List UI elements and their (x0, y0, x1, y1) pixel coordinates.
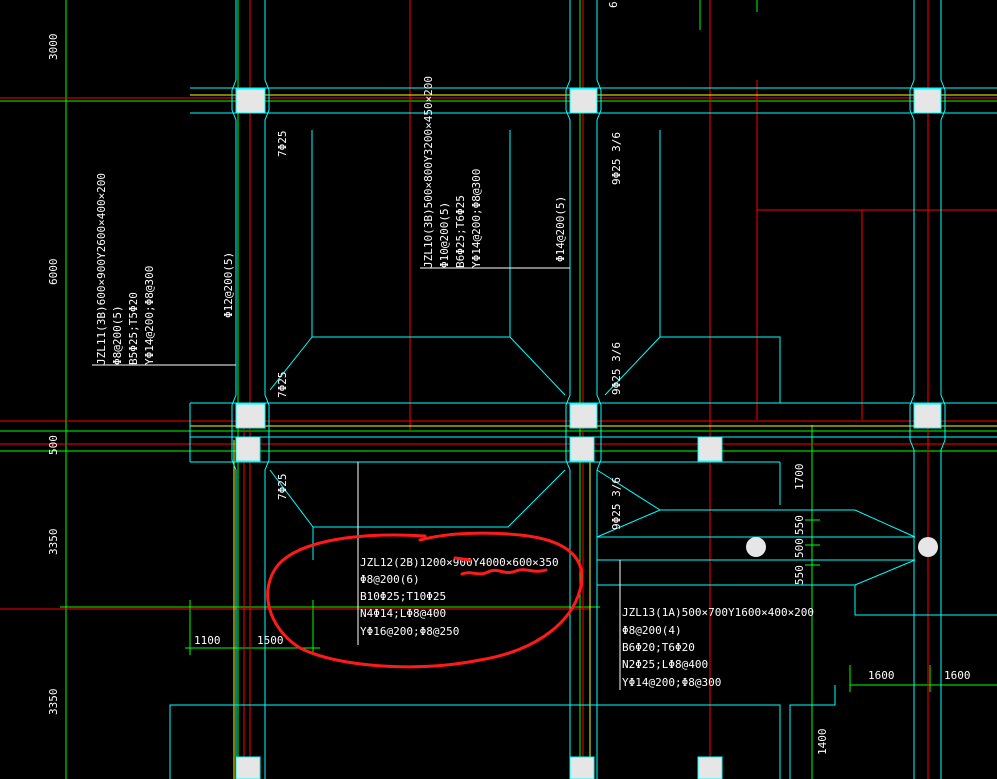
dim-bottom-1100: 1100 (194, 634, 221, 647)
column-b4[interactable] (569, 756, 595, 779)
rebar-col-mid-bot: 9Φ25 3/6 (610, 477, 623, 530)
dim-right-550-a: 550 (793, 515, 806, 535)
column-c1[interactable] (913, 88, 942, 114)
jzl12-line-5: YΦ16@200;Φ8@250 (360, 625, 459, 638)
jzl13-line-5: YΦ14@200;Φ8@300 (622, 676, 721, 689)
jzl11-line-4: YΦ14@200;Φ8@300 (143, 266, 156, 365)
jzl13-line-4: N2Φ25;LΦ8@400 (622, 658, 708, 671)
jzl10-line-1: JZL10(3B)500×800Y3200×450×200 (422, 76, 435, 268)
dim-right-1600-b: 1600 (944, 669, 971, 682)
jzl10-line-2: Φ10@200(5) (438, 202, 451, 268)
dimension-texts: 3000 6000 500 3350 3350 1100 1500 1600 1… (47, 1, 971, 755)
rebar-labels: 7Φ25 7Φ25 7Φ25 9Φ25 3/6 9Φ25 3/6 9Φ25 3/… (222, 131, 623, 531)
jzl12-line-2: Φ8@200(6) (360, 573, 420, 586)
markup-tick (453, 556, 472, 562)
rebar-col-left-mid: 7Φ25 (276, 372, 289, 399)
column-d3[interactable] (697, 436, 723, 462)
dim-left-3350-b: 3350 (47, 689, 60, 716)
jzl13-line-2: Φ8@200(4) (622, 624, 682, 637)
rebar-col-left-bot: 7Φ25 (276, 474, 289, 501)
jzl12-line-1: JZL12(2B)1200×900Y4000×600×350 (360, 556, 559, 569)
dim-left-500: 500 (47, 435, 60, 455)
beam-annotation-jzl13[interactable]: JZL13(1A)500×700Y1600×400×200 Φ8@200(4) … (622, 606, 814, 689)
jzl10-line-4: YΦ14@200;Φ8@300 (470, 169, 483, 268)
jzl13-line-1: JZL13(1A)500×700Y1600×400×200 (622, 606, 814, 619)
dim-left-3350-a: 3350 (47, 529, 60, 556)
red-markup-annotation (266, 531, 584, 669)
column-c2[interactable] (913, 403, 942, 429)
dim-right-1600-a: 1600 (868, 669, 895, 682)
jzl10-line-3: B6Φ25;T6Φ25 (454, 195, 467, 268)
dim-right-1400: 1400 (816, 729, 829, 756)
column-d4[interactable] (697, 756, 723, 779)
columns (235, 88, 942, 779)
jzl11-line-1: JZL11(3B)600×900Y2600×400×200 (95, 173, 108, 365)
column-a3[interactable] (235, 436, 261, 462)
jzl12-line-3: B10Φ25;T10Φ25 (360, 590, 446, 603)
column-b1[interactable] (569, 88, 598, 114)
stirrup-label-mid: Φ14@200(5) (554, 196, 567, 262)
column-a2[interactable] (235, 403, 266, 429)
dim-right-550-b: 550 (793, 565, 806, 585)
beam-annotation-jzl10[interactable]: JZL10(3B)500×800Y3200×450×200 Φ10@200(5)… (422, 76, 483, 268)
pile-circle-left[interactable] (746, 537, 766, 557)
dim-bottom-1500: 1500 (257, 634, 284, 647)
dim-left-3000: 3000 (47, 34, 60, 61)
rebar-col-mid-mid: 9Φ25 3/6 (610, 342, 623, 395)
column-a4[interactable] (235, 756, 261, 779)
column-b3[interactable] (569, 436, 595, 462)
jzl11-line-2: Φ8@200(5) (111, 305, 124, 365)
column-a1[interactable] (235, 88, 266, 114)
beam-outlines (169, 0, 997, 779)
dim-right-500: 500 (793, 538, 806, 558)
rebar-col-mid-top: 9Φ25 3/6 (610, 132, 623, 185)
markup-ellipse (266, 531, 584, 669)
stirrup-label-left: Φ12@200(5) (222, 252, 235, 318)
dim-left-6000: 6000 (47, 259, 60, 286)
column-b2[interactable] (569, 403, 598, 429)
dim-top-6: 6 (607, 1, 620, 8)
jzl11-line-3: B5Φ25;T5Φ20 (127, 292, 140, 365)
markup-underline (460, 568, 548, 576)
rebar-col-left-top: 7Φ25 (276, 131, 289, 158)
jzl12-line-4: N4Φ14;LΦ8@400 (360, 607, 446, 620)
leader-lines (92, 267, 621, 690)
dim-right-1700: 1700 (793, 464, 806, 491)
beam-annotation-jzl11[interactable]: JZL11(3B)600×900Y2600×400×200 Φ8@200(5) … (95, 173, 156, 365)
beam-annotation-jzl12[interactable]: JZL12(2B)1200×900Y4000×600×350 Φ8@200(6)… (360, 556, 559, 638)
jzl13-line-3: B6Φ20;T6Φ20 (622, 641, 695, 654)
pile-circle-right[interactable] (918, 537, 938, 557)
